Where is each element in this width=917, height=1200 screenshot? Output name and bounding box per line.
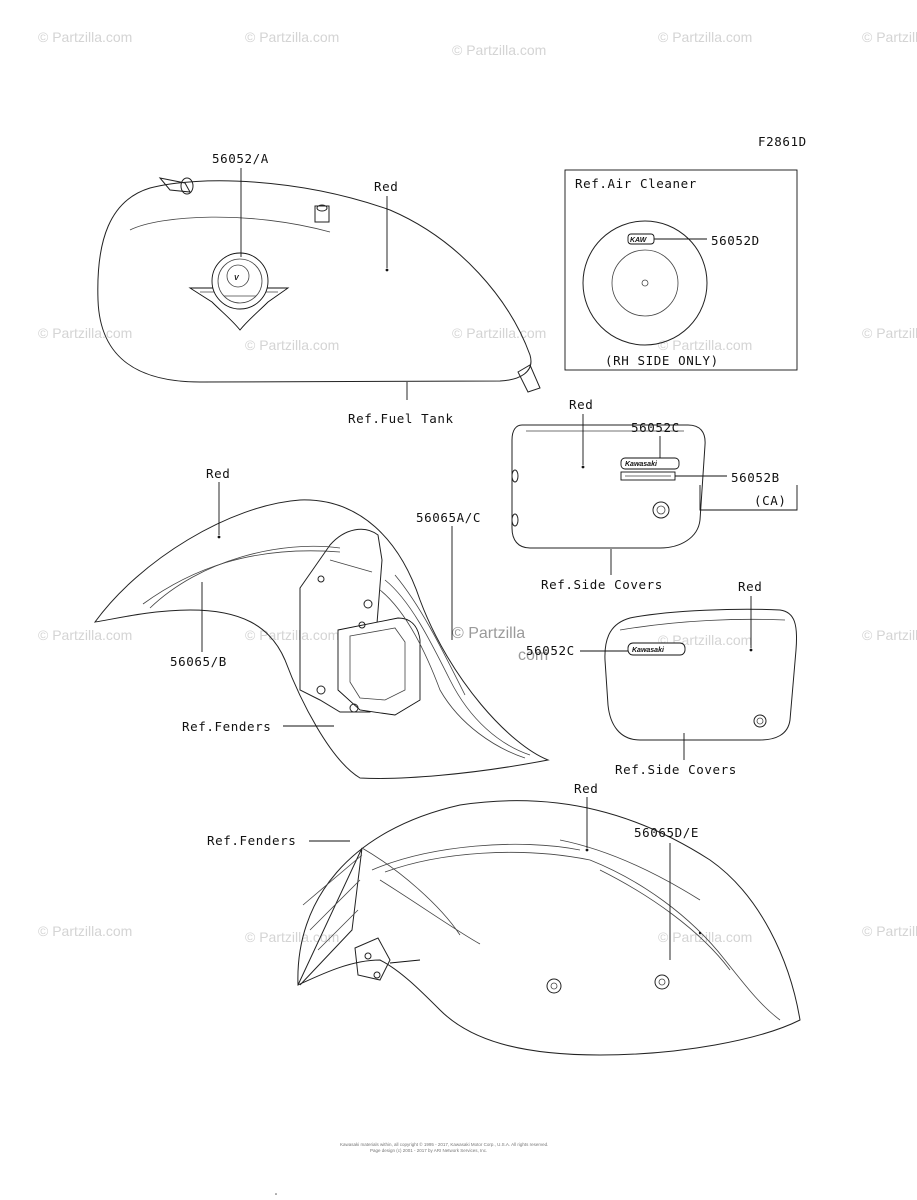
rear-fender [297, 800, 801, 1056]
ref-air-cleaner-label: Ref.Air Cleaner [575, 176, 697, 191]
watermark: © Partzilla.com [38, 29, 132, 45]
watermark: © Partzilla.com [38, 923, 132, 939]
watermark: © Partzilla.com [862, 325, 917, 341]
callout-56052c-2: 56052C [526, 643, 575, 658]
callout-side-cover-color-2: Red [738, 579, 762, 594]
callout-side-cover-color: Red [569, 397, 593, 412]
side-cover-left: Kawasaki [511, 424, 706, 549]
watermark: © Partzilla.com [245, 337, 339, 353]
watermark: © Partzilla.com [245, 29, 339, 45]
callout-56052c: 56052C [631, 420, 680, 435]
watermark: © Partzilla.com [38, 325, 132, 341]
callout-56065de: 56065D/E [634, 825, 699, 840]
watermark: © Partzilla.com [38, 627, 132, 643]
kawasaki-badge: Kawasaki [625, 461, 658, 468]
ref-side-covers-label-2: Ref.Side Covers [615, 762, 737, 777]
watermark: © Partzilla.com [245, 929, 339, 945]
callout-56065b: 56065/B [170, 654, 227, 669]
side-cover-right: Kawasaki [604, 608, 798, 741]
watermark: © Partzilla.com [658, 337, 752, 353]
figure-code: F2861D [758, 134, 807, 149]
callout-front-fender-color: Red [206, 466, 230, 481]
watermark-center: © Partzilla [452, 625, 525, 642]
ref-fuel-tank-label: Ref.Fuel Tank [348, 411, 454, 426]
callout-rear-fender-color: Red [574, 781, 598, 796]
callout-56052d: 56052D [711, 233, 760, 248]
fuel-tank: V [97, 177, 541, 393]
watermark: © Partzilla.com [245, 627, 339, 643]
air-cleaner-panel: Ref.Air Cleaner KAW 56052D (RH SIDE ONLY… [564, 169, 798, 371]
emblem-letter: V [234, 275, 240, 282]
callout-tank-color: Red [374, 179, 398, 194]
watermark-center-suffix: com [518, 647, 548, 664]
front-fender [93, 499, 550, 779]
watermark: © Partzilla.com [862, 627, 917, 643]
watermark: © Partzilla.com [862, 923, 917, 939]
copyright-line-1: Kawasaki materials within, all copyright… [340, 1141, 548, 1147]
rh-side-only-note: (RH SIDE ONLY) [605, 353, 719, 368]
callout-56052-a: 56052/A [212, 151, 269, 166]
ref-fenders-label-2: Ref.Fenders [207, 833, 296, 848]
ca-note: (CA) [754, 493, 787, 508]
callout-56052b: 56052B [731, 470, 780, 485]
callout-56065ac: 56065A/C [416, 510, 481, 525]
watermark: © Partzilla.com [452, 325, 546, 341]
ref-side-covers-label: Ref.Side Covers [541, 577, 663, 592]
watermark: © Partzilla.com [452, 42, 546, 58]
svg-text:KAW: KAW [630, 237, 648, 244]
copyright-line-2: Page design (c) 2001 - 2017 by ARI Netwo… [370, 1148, 487, 1153]
kawasaki-badge-2: Kawasaki [632, 647, 665, 654]
ref-fenders-label: Ref.Fenders [182, 719, 271, 734]
watermark: © Partzilla.com [658, 29, 752, 45]
watermark: © Partzilla.com [862, 29, 917, 45]
watermark-layer: © Partzilla.com © Partzilla.com © Partzi… [38, 29, 917, 945]
